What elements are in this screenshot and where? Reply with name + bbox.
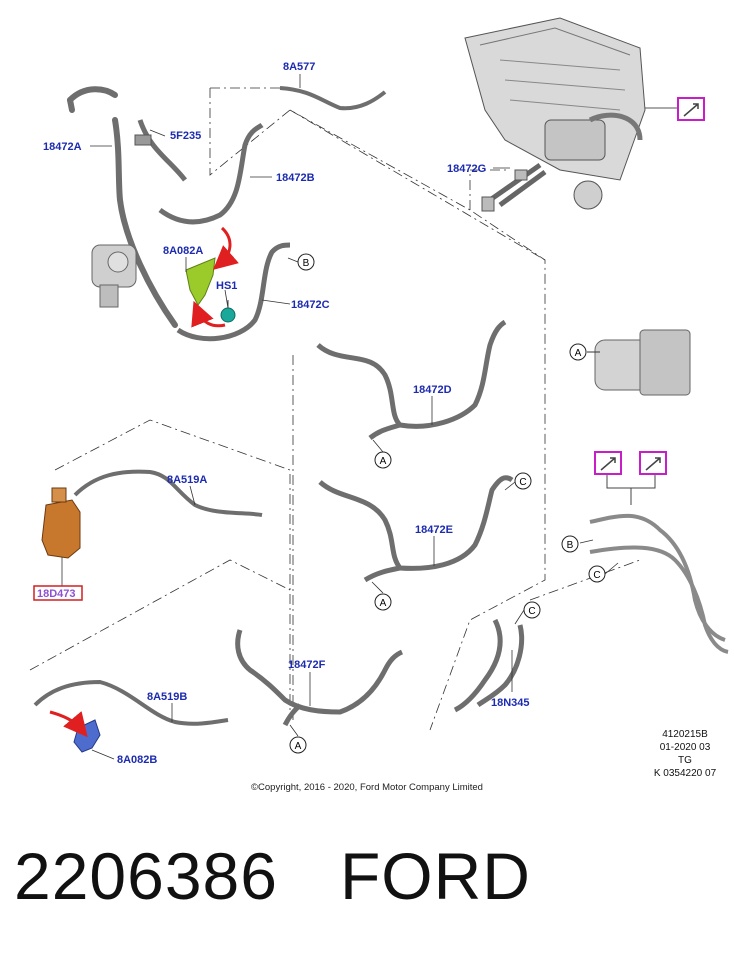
callout-b-2: B [561,535,579,553]
drawing-reference: 4120215B 01-2020 03 TG K 0354220 07 [640,728,730,780]
connector-18472g [481,162,547,212]
install-arrows-top [191,226,239,328]
svg-text:C: C [528,606,535,617]
hose-18472c [176,242,291,342]
hose-18472d [316,319,507,440]
hose-8a519b [33,679,229,726]
label-5f235: 5F235 [170,130,201,142]
svg-text:C: C [593,570,600,581]
link-icon[interactable] [639,451,667,475]
starter-component [587,329,691,396]
brand-name: FORD [339,839,531,913]
callout-a-3: A [374,593,392,611]
callout-c-2: C [588,565,606,583]
label-18472b: 18472B [276,172,315,184]
svg-text:A: A [380,456,387,467]
svg-text:B: B [567,540,574,551]
assembly-lines [29,87,641,731]
label-18472f: 18472F [288,659,326,671]
ref-line-3: TG [678,755,692,766]
part-number: 2206386 [14,839,278,913]
link-icon[interactable] [677,97,705,121]
label-18d473-frame [33,585,83,601]
svg-text:C: C [519,477,526,488]
label-8a082b: 8A082B [117,754,157,766]
hose-5f235 [134,119,187,182]
label-18472g: 18472G [447,163,486,175]
hose-8a519a [73,469,263,517]
svg-text:A: A [575,348,582,359]
callout-a-2: A [374,451,392,469]
pump-assembly [91,244,137,308]
label-18n345: 18N345 [491,697,530,709]
hose-bundle-right [589,513,729,654]
label-hs1: HS1 [216,280,237,292]
label-18472e: 18472E [415,524,453,536]
install-arrow-bottom [49,710,88,738]
heater-18d473 [41,487,81,559]
label-8a082a: 8A082A [163,245,203,257]
ref-line-1: 4120215B [662,729,708,740]
hose-18472a [67,86,178,328]
bracket-8a082a [185,257,216,306]
label-18472d: 18472D [413,384,452,396]
ref-line-2: 01-2020 03 [659,742,711,753]
label-18472a: 18472A [43,141,82,153]
label-18d473: 18D473 [37,588,76,600]
callout-c-3: C [523,601,541,619]
hose-18n345 [453,618,525,713]
hose-18472e [318,475,514,583]
callout-c-1: C [514,472,532,490]
label-8a577: 8A577 [283,61,315,73]
copyright-notice: ©Copyright, 2016 - 2020, Ford Motor Comp… [251,782,483,793]
svg-text:A: A [380,598,387,609]
bundle-bracket-lines [606,474,656,505]
hose-18472b [158,122,264,225]
ref-line-4: K 0354220 07 [653,768,717,779]
hose-18472f [235,629,404,727]
footer-title: 2206386 FORD [14,838,531,914]
leader-lines [61,74,619,760]
callout-a-1: A [569,343,587,361]
label-8a519a: 8A519A [167,474,207,486]
sensor-hs1 [220,300,236,323]
callout-a-4: A [289,736,307,754]
callout-b-1: B [297,253,315,271]
svg-text:B: B [303,258,310,269]
svg-text:A: A [295,741,302,752]
label-18472c: 18472C [291,299,330,311]
label-8a519b: 8A519B [147,691,187,703]
link-icon[interactable] [594,451,622,475]
hose-8a577 [279,86,387,111]
hvac-module [464,17,678,210]
